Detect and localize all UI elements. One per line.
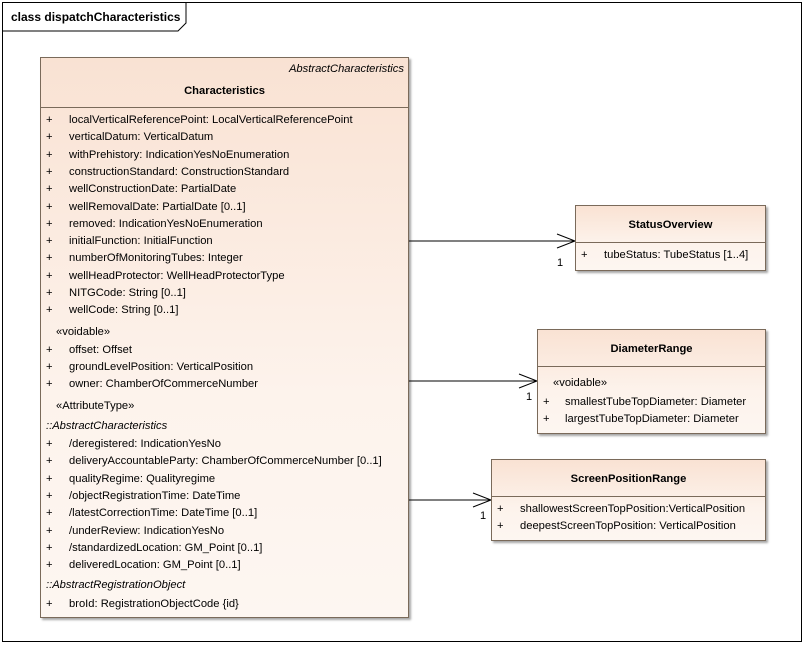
visibility-marker: +: [46, 183, 53, 196]
attribute-text: wellHeadProtector: WellHeadProtectorType: [69, 269, 285, 282]
visibility-marker: +: [46, 378, 53, 390]
inherited-attribute-text: deliveryAccountableParty: ChamberOfComme…: [69, 455, 382, 468]
visibility-marker: +: [46, 114, 53, 126]
abstract-parent-label: AbstractCharacteristics: [288, 63, 404, 75]
attribute-text: largestTubeTopDiameter: Diameter: [565, 413, 739, 425]
visibility-marker: +: [46, 598, 53, 610]
visibility-marker: +: [543, 396, 550, 408]
class-header: AbstractCharacteristics Characteristics: [41, 58, 408, 108]
class-screen-position-range[interactable]: ScreenPositionRange + shallowestScreenTop…: [491, 459, 766, 541]
inherited-group-abstract-registration-object: ::AbstractRegistrationObject: [46, 579, 186, 591]
attribute-text: removed: IndicationYesNoEnumeration: [69, 217, 263, 230]
visibility-marker: +: [46, 541, 53, 554]
visibility-marker: +: [46, 472, 53, 485]
visibility-marker: +: [46, 438, 53, 450]
visibility-marker: +: [46, 304, 53, 317]
diagram-title: class dispatchCharacteristics: [11, 10, 181, 24]
attribute-text: wellCode: String [0..1]: [69, 304, 179, 317]
attribute-text: verticalDatum: VerticalDatum: [69, 131, 214, 144]
attribute-text: smallestTubeTopDiameter: Diameter: [565, 396, 747, 408]
class-header: StatusOverview: [576, 206, 765, 243]
visibility-marker: +: [46, 361, 53, 373]
class-diameter-range[interactable]: DiameterRange «voidable» + smallestTubeTo…: [537, 329, 766, 434]
attribute-text: localVerticalReferencePoint: LocalVertic…: [69, 114, 353, 126]
voidable-attribute-text: owner: ChamberOfCommerceNumber: [69, 378, 259, 390]
visibility-marker: +: [46, 559, 53, 572]
voidable-attribute-text: offset: Offset: [69, 344, 133, 356]
inherited-attribute-text: /objectRegistrationTime: DateTime: [69, 489, 241, 502]
inherited-attribute-text: broId: RegistrationObjectCode {id}: [69, 598, 239, 610]
attribute-text: wellConstructionDate: PartialDate: [69, 183, 237, 196]
inherited-attribute-text: /deregistered: IndicationYesNo: [69, 438, 221, 450]
attribute-text: initialFunction: InitialFunction: [69, 235, 213, 248]
voidable-stereotype: «voidable»: [56, 326, 111, 338]
visibility-marker: +: [46, 507, 53, 520]
class-name: Characteristics: [184, 85, 265, 97]
multiplicity-diameter-range: 1: [526, 391, 533, 403]
attribute-text: deepestScreenTopPosition: VerticalPositi…: [520, 520, 736, 532]
class-name: StatusOverview: [628, 219, 713, 231]
frame-tab: [3, 3, 187, 32]
visibility-marker: +: [46, 455, 53, 468]
visibility-marker: +: [543, 413, 550, 425]
inherited-attribute-text: /latestCorrectionTime: DateTime [0..1]: [69, 507, 258, 520]
multiplicity-screen-position-range: 1: [480, 510, 487, 522]
visibility-marker: +: [46, 489, 53, 502]
inherited-attribute-text: qualityRegime: Qualityregime: [69, 472, 216, 485]
inherited-attribute-text: /underReview: IndicationYesNo: [69, 524, 225, 537]
attribute-text: shallowestScreenTopPosition:VerticalPosi…: [520, 503, 746, 515]
visibility-marker: +: [46, 287, 53, 299]
visibility-marker: +: [46, 148, 53, 161]
voidable-attribute-text: groundLevelPosition: VerticalPosition: [69, 361, 254, 373]
inherited-attribute-text: deliveredLocation: GM_Point [0..1]: [69, 559, 241, 572]
attribute-text: numberOfMonitoringTubes: Integer: [69, 252, 243, 265]
visibility-marker: +: [46, 344, 53, 356]
inherited-group-abstract-characteristics: ::AbstractCharacteristics: [46, 420, 168, 432]
attribute-text: constructionStandard: ConstructionStanda…: [69, 165, 290, 178]
visibility-marker: +: [46, 200, 53, 213]
class-name: DiameterRange: [610, 343, 693, 355]
attribute-text: wellRemovalDate: PartialDate [0..1]: [69, 200, 246, 213]
visibility-marker: +: [46, 269, 53, 282]
inherited-attribute-text: /standardizedLocation: GM_Point [0..1]: [69, 541, 263, 554]
attribute-text: tubeStatus: TubeStatus [1..4]: [604, 249, 749, 261]
voidable-stereotype: «voidable»: [553, 377, 608, 389]
class-status-overview[interactable]: StatusOverview + tubeStatus: TubeStatus […: [575, 205, 766, 271]
multiplicity-status-overview: 1: [557, 257, 564, 269]
visibility-marker: +: [46, 252, 53, 265]
class-header: DiameterRange: [538, 330, 765, 367]
visibility-marker: +: [46, 217, 53, 230]
visibility-marker: +: [46, 235, 53, 248]
class-characteristics[interactable]: AbstractCharacteristics Characteristics …: [40, 57, 409, 618]
class-name: ScreenPositionRange: [570, 473, 687, 485]
visibility-marker: +: [46, 131, 53, 144]
visibility-marker: +: [581, 249, 588, 261]
attribute-text: NITGCode: String [0..1]: [69, 287, 186, 299]
attributetype-stereotype: «AttributeType»: [56, 400, 135, 412]
visibility-marker: +: [46, 524, 53, 537]
visibility-marker: +: [46, 165, 53, 178]
attribute-text: withPrehistory: IndicationYesNoEnumerati…: [69, 148, 290, 161]
visibility-marker: +: [497, 503, 504, 515]
visibility-marker: +: [497, 520, 504, 532]
class-header: ScreenPositionRange: [492, 460, 765, 497]
